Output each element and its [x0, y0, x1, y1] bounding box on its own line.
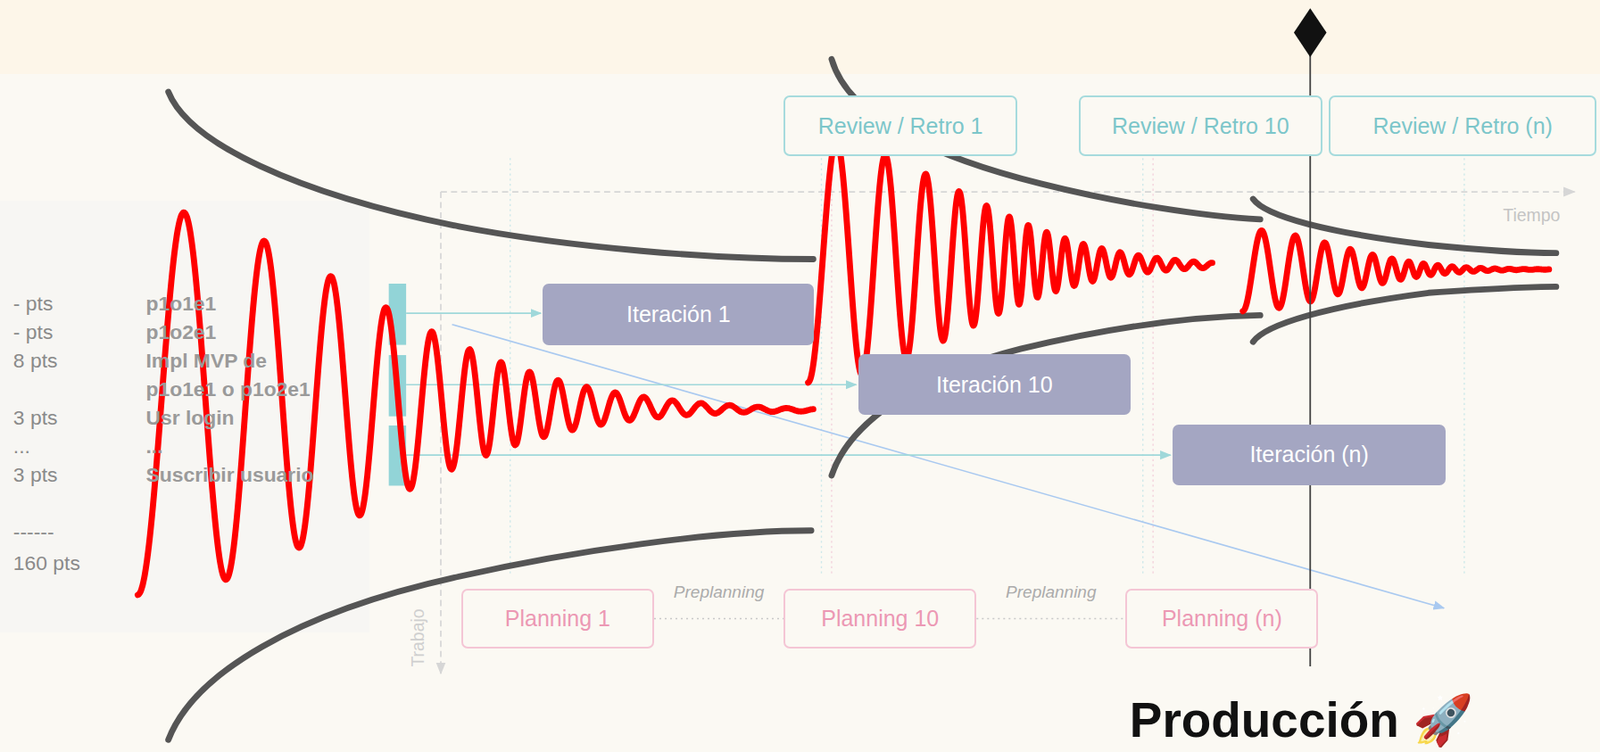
production-title: Producción 🚀 — [1129, 693, 1474, 750]
planning-box: Planning 10 — [783, 588, 977, 649]
red-wave — [808, 140, 1213, 383]
points: 3 pts — [13, 403, 59, 432]
backlog-item: Suscribir usuario — [146, 460, 339, 490]
red-wave — [1243, 230, 1550, 311]
header-band — [0, 0, 1600, 75]
box-text: Planning 1 — [505, 605, 611, 632]
box-text: Review / Retro 1 — [818, 113, 984, 140]
backlog-item: p1o1e1 — [146, 289, 217, 318]
review-box: Review / Retro 10 — [1078, 95, 1323, 156]
time-axis — [440, 190, 1575, 193]
points: - pts — [13, 317, 53, 347]
box-text: Planning (n) — [1161, 605, 1283, 632]
preplanning-connector — [654, 618, 784, 621]
points-total: 160 pts — [13, 548, 81, 578]
points: 3 pts — [13, 460, 59, 490]
points: ... — [13, 431, 31, 461]
backlog-item: Impl MVP de p1o1e1 o p1o2e1 — [146, 346, 339, 404]
planning-box: Planning 1 — [461, 588, 655, 649]
box-text: Planning 10 — [820, 605, 939, 632]
box-text: Review / Retro (n) — [1372, 113, 1552, 140]
review-box: Review / Retro (n) — [1328, 95, 1597, 156]
preplanning-connector — [976, 618, 1126, 621]
points: 8 pts — [13, 346, 59, 375]
oscillation-lines — [137, 140, 1549, 596]
separator: ------ — [13, 517, 55, 547]
backlog-item: p1o2e1 — [146, 317, 217, 347]
iteration-box: Iteración (n) — [1172, 424, 1446, 487]
backlog-item: ... — [146, 431, 164, 461]
box-text: Iteración 10 — [936, 372, 1053, 398]
iteration-box: Iteración 1 — [542, 283, 814, 346]
box-text: Review / Retro 10 — [1111, 113, 1290, 140]
edge-label: Preplanning — [671, 582, 767, 603]
work-axis — [439, 191, 442, 674]
box-text: Iteración (n) — [1249, 441, 1368, 468]
red-wave — [137, 212, 813, 596]
review-box: Review / Retro 1 — [783, 95, 1018, 156]
iteration-box: Iteración 10 — [858, 354, 1131, 416]
planning-box: Planning (n) — [1125, 588, 1319, 649]
milestone-diamond — [1293, 8, 1327, 58]
box-text: Iteración 1 — [626, 301, 731, 328]
axis-label: Trabajo — [407, 608, 429, 667]
points: - pts — [13, 289, 53, 318]
backlog-item: Usr login — [146, 403, 235, 432]
axis-label: Tiempo — [1502, 200, 1560, 230]
edge-label: Preplanning — [1003, 582, 1099, 603]
trend-arrow — [452, 324, 1444, 609]
